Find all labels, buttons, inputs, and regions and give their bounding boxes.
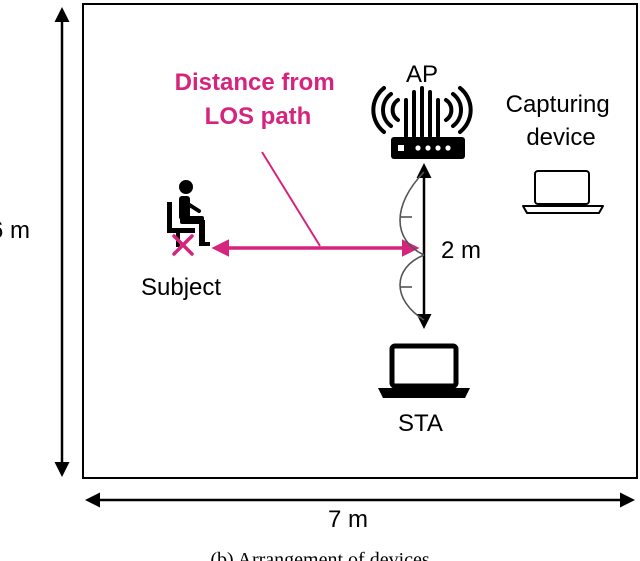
capturing-device-label: Capturing device	[506, 91, 617, 151]
ap-label: AP	[406, 61, 438, 88]
distance-from-los-label: Distance from LOS path	[175, 69, 342, 130]
width-dimension-label: 7 m	[328, 506, 368, 533]
distance-from-los-label-line1: Distance from	[175, 69, 335, 96]
room-boundary	[82, 3, 638, 479]
sta-label: STA	[398, 410, 443, 437]
capturing-device-label-line2: device	[526, 124, 595, 151]
ap-sta-distance-label: 2 m	[441, 237, 481, 264]
fresnel-zone-ellipse	[399, 171, 425, 321]
distance-pointer-line	[261, 151, 321, 247]
height-dimension-label: 6 m	[0, 217, 30, 244]
laptop-icon	[522, 170, 604, 214]
sta-laptop-icon	[378, 343, 470, 398]
seated-person-icon	[167, 180, 210, 247]
distance-from-los-label-line2: LOS path	[205, 103, 312, 130]
capturing-device-label-line1: Capturing	[506, 91, 610, 118]
subject-label: Subject	[141, 274, 221, 301]
figure-caption: (b) Arrangement of devices	[210, 549, 430, 561]
cross-mark-icon	[172, 234, 194, 256]
router-icon	[371, 86, 473, 159]
